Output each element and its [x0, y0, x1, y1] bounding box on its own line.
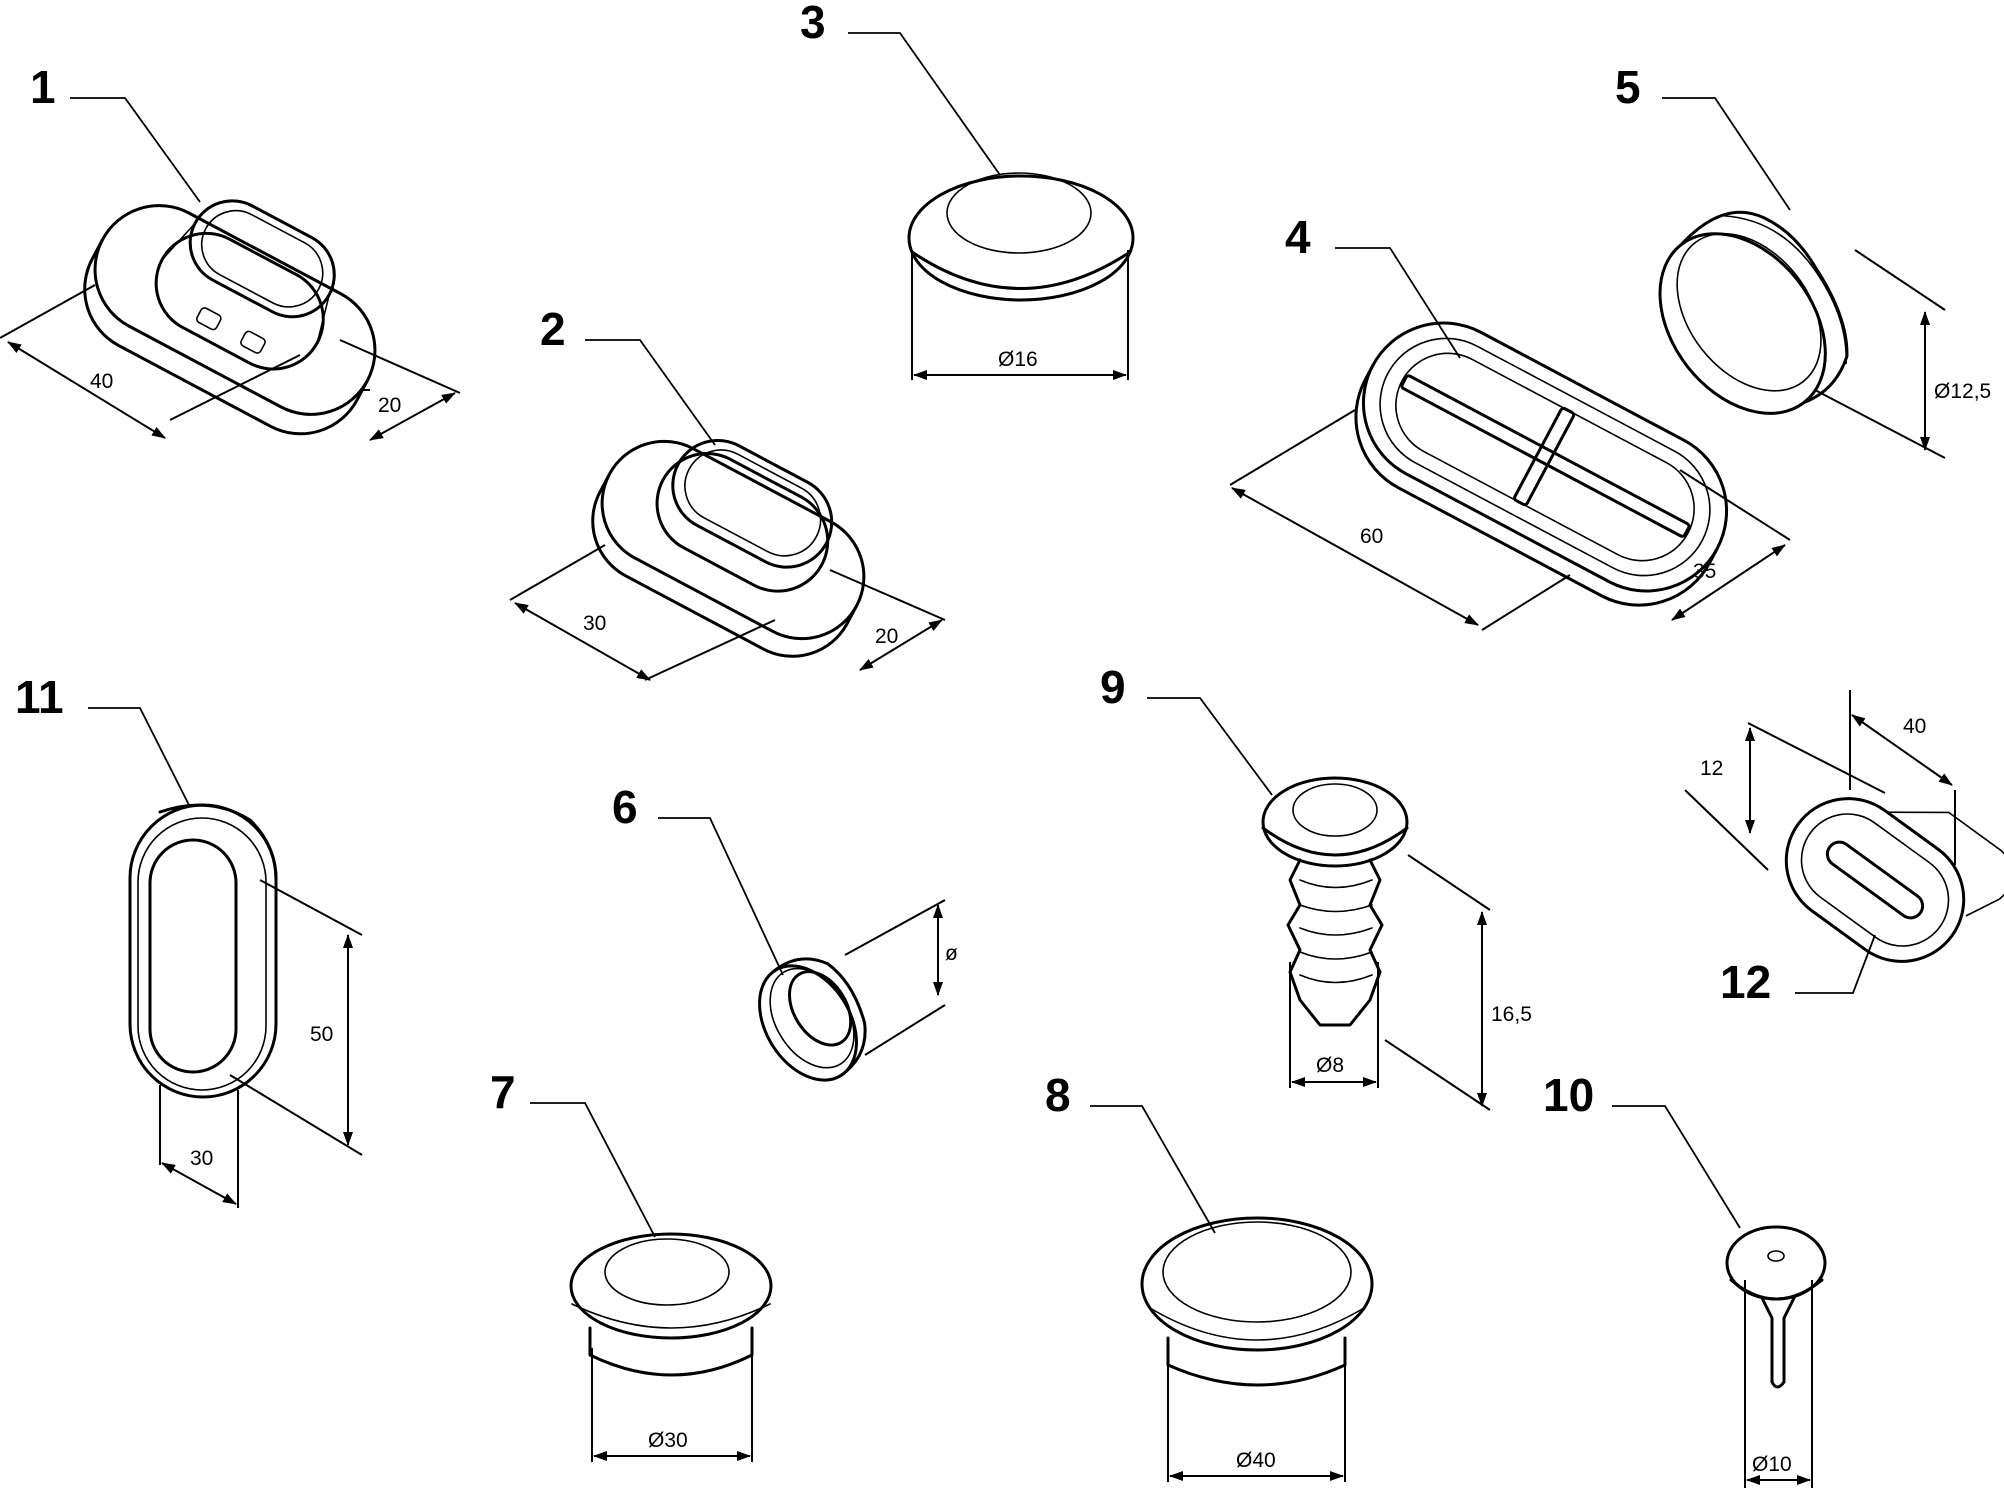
- dim-12-height: 12: [1700, 757, 1723, 780]
- leader-line-1: [70, 97, 201, 203]
- part-label-7: 7: [490, 1066, 516, 1118]
- part-10: 10 Ø10: [1543, 1069, 1827, 1488]
- part-label-10: 10: [1543, 1069, 1594, 1121]
- leader-line-2: [585, 339, 716, 446]
- part-4: 4 60 35: [1229, 211, 1791, 631]
- part-label-8: 8: [1045, 1069, 1071, 1121]
- part-11: 11 50 30: [15, 671, 363, 1208]
- dim-11-height: 50: [310, 1023, 333, 1046]
- dim-8-diameter: Ø40: [1236, 1449, 1276, 1472]
- dim-12-length: 40: [1903, 715, 1926, 738]
- part-5-body: [1658, 210, 1849, 415]
- part-6-body: [758, 957, 867, 1082]
- leader-line-3: [848, 32, 1001, 176]
- dim-7-diameter: Ø30: [648, 1429, 688, 1452]
- dim-4-length: 60: [1360, 525, 1383, 548]
- part-label-2: 2: [540, 303, 566, 355]
- part-5: 5 Ø12,5: [1615, 61, 1991, 459]
- dim-1-length: 40: [90, 370, 113, 393]
- part-label-11: 11: [15, 671, 64, 723]
- dim-2-width: 20: [875, 625, 898, 648]
- dim-5-diameter: Ø12,5: [1934, 380, 1991, 403]
- part-1-body: [83, 199, 377, 436]
- leader-line-11: [88, 707, 191, 808]
- leader-line-9: [1147, 697, 1273, 796]
- part-label-5: 5: [1615, 61, 1641, 113]
- leader-line-12: [1795, 934, 1876, 994]
- part-1: 1 40 20: [0, 61, 461, 441]
- leader-line-7: [530, 1102, 656, 1238]
- part-12: 12 12 40: [1684, 690, 2004, 1008]
- part-label-6: 6: [612, 781, 638, 833]
- leader-line-8: [1090, 1105, 1216, 1234]
- dim-9-diameter: Ø8: [1316, 1054, 1344, 1077]
- part-9: 9 16,5 Ø8: [1100, 661, 1532, 1111]
- leader-line-6: [658, 817, 784, 976]
- part-label-9: 9: [1100, 661, 1126, 713]
- part-label-1: 1: [30, 61, 56, 113]
- part-7: 7 Ø30: [490, 1066, 773, 1462]
- part-2-body: [591, 438, 866, 658]
- dim-6-diameter: ø: [945, 942, 958, 965]
- dim-4-width: 35: [1693, 560, 1716, 583]
- part-2: 2 30 20: [509, 303, 946, 681]
- part-8: 8 Ø40: [1045, 1069, 1374, 1482]
- dim-2-length: 30: [583, 612, 606, 635]
- part-label-3: 3: [800, 0, 826, 48]
- part-12-body: [1784, 797, 2004, 963]
- leader-line-5: [1662, 97, 1791, 211]
- part-label-4: 4: [1285, 211, 1311, 263]
- dim-11-width: 30: [190, 1147, 213, 1170]
- part-6: 6 ø: [612, 781, 958, 1082]
- dim-10-diameter: Ø10: [1752, 1453, 1792, 1476]
- part-4-body: [1354, 321, 1729, 607]
- part-label-12: 12: [1720, 956, 1771, 1008]
- dim-3-diameter: Ø16: [998, 348, 1038, 371]
- leader-line-4: [1335, 247, 1461, 359]
- dim-9-height: 16,5: [1491, 1003, 1532, 1026]
- part-3: 3 Ø16: [800, 0, 1135, 380]
- dim-1-width: 20: [378, 394, 401, 417]
- leader-line-10: [1612, 1105, 1741, 1229]
